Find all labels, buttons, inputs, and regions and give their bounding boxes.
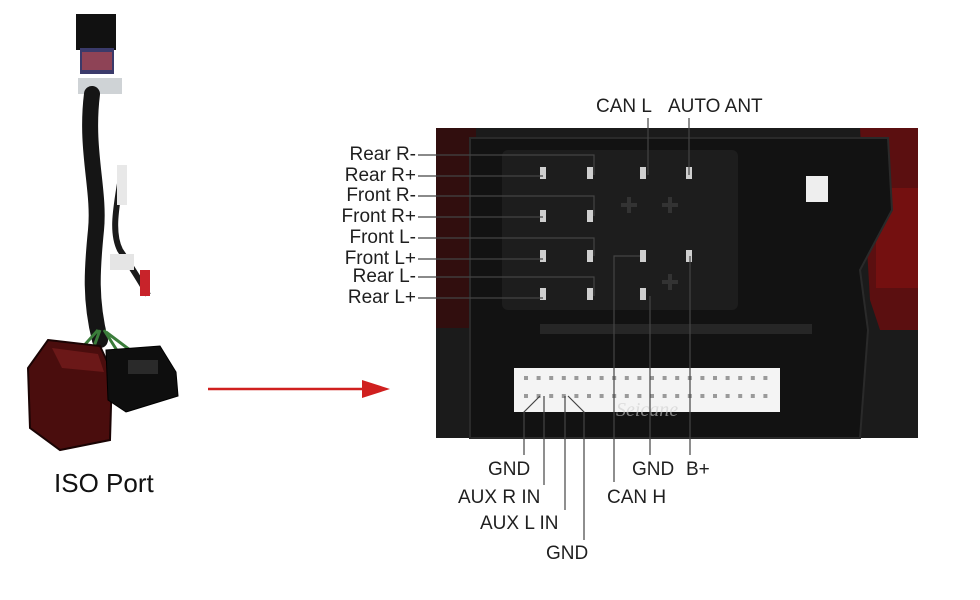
pin-hole	[574, 394, 579, 398]
label-front-r-minus: Front R-	[346, 185, 416, 206]
rca-white-plug	[117, 165, 127, 205]
pin-hole	[624, 376, 629, 380]
harness-wire-colors	[82, 52, 112, 70]
pin-hole	[650, 376, 654, 380]
pin-hole	[725, 376, 730, 380]
pin-hole	[624, 394, 629, 398]
pin-hole	[650, 394, 654, 398]
pin-hole	[662, 376, 667, 380]
pin-hole	[524, 376, 528, 380]
pin-hole	[675, 376, 680, 380]
pin-hole	[700, 394, 705, 398]
watermark-text: Seicane	[616, 399, 678, 421]
harness-main-cable	[82, 86, 108, 348]
iso-connector-illustration: Seicane	[436, 128, 918, 439]
connector-clip	[806, 176, 828, 202]
label-rear-r-minus: Rear R-	[349, 144, 416, 165]
harness-iso-plug-slot	[128, 360, 158, 374]
connector-ridge	[540, 324, 812, 334]
leader-lines	[418, 118, 691, 540]
leader-front-r-minus	[418, 195, 595, 216]
pin-hole	[536, 394, 541, 398]
harness-breakout-wires	[78, 328, 131, 353]
label-aux-l-in: AUX L IN	[480, 513, 559, 534]
pin-hole	[675, 394, 680, 398]
pin-hole	[738, 376, 743, 380]
harness-red-box-face	[52, 348, 104, 372]
label-front-l-minus: Front L-	[349, 227, 416, 248]
pin-hole	[599, 376, 604, 380]
pin-hole	[750, 376, 755, 380]
label-rear-l-plus: Rear L+	[347, 287, 416, 308]
label-gnd-1: GND	[488, 459, 531, 480]
leader-gnd-2	[567, 395, 585, 540]
pin-hole	[599, 394, 604, 398]
label-aux-r-in: AUX R IN	[458, 487, 541, 508]
pin-hole	[713, 394, 717, 398]
pin-hole	[662, 394, 667, 398]
iso-harness-illustration	[26, 14, 179, 452]
pin-hole	[738, 394, 743, 398]
pin-hole	[587, 376, 591, 380]
pin-hole	[763, 376, 768, 380]
leader-rear-l-minus	[418, 276, 595, 296]
label-b-plus: B+	[686, 459, 710, 480]
label-gnd-3: GND	[632, 459, 675, 480]
direction-arrow	[208, 380, 390, 398]
label-rear-l-minus: Rear L-	[352, 266, 416, 287]
pin-hole	[561, 376, 566, 380]
white-pin-holes	[524, 376, 768, 398]
leader-can-h	[613, 255, 640, 482]
pin-hole	[637, 376, 642, 380]
leader-rear-r-minus	[418, 154, 595, 175]
label-gnd-2: GND	[546, 543, 589, 564]
terminal-cross-marks	[621, 197, 678, 290]
iso-port-caption: ISO Port	[54, 468, 154, 498]
pin-hole	[763, 394, 768, 398]
label-can-h: CAN H	[607, 487, 667, 508]
harness-top-plug	[76, 14, 116, 50]
label-front-l-plus: Front L+	[344, 248, 416, 269]
pin-hole	[549, 376, 554, 380]
leader-gnd-1	[523, 395, 541, 455]
pin-hole	[725, 394, 730, 398]
pin-hole	[536, 376, 541, 380]
label-rear-r-plus: Rear R+	[344, 165, 416, 186]
rca-red-plug	[140, 270, 150, 296]
connector-white-pin-block	[514, 368, 780, 412]
pin-hole	[549, 394, 554, 398]
leader-front-l-minus	[418, 237, 595, 256]
pin-hole	[713, 376, 717, 380]
label-can-l: CAN L	[596, 96, 652, 117]
pin-hole	[561, 394, 566, 398]
pin-hole	[700, 376, 705, 380]
pin-hole	[750, 394, 755, 398]
harness-tag	[110, 254, 134, 270]
label-front-r-plus: Front R+	[341, 206, 416, 227]
connector-inner-top	[502, 150, 738, 310]
pin-hole	[637, 394, 642, 398]
pin-hole	[524, 394, 528, 398]
pin-hole	[587, 394, 591, 398]
label-auto-ant: AUTO ANT	[668, 96, 763, 117]
harness-iso-plug	[105, 345, 179, 413]
pin-hole	[574, 376, 579, 380]
